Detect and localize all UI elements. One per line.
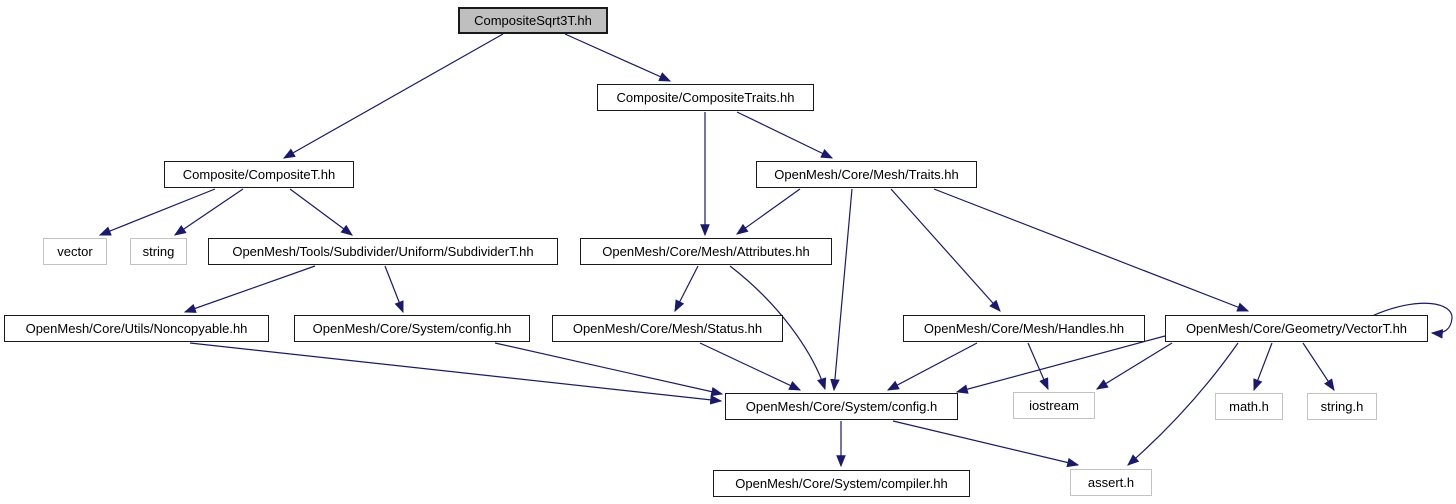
edge-config_hh-config_h bbox=[494, 342, 724, 397]
edge-noncopyable-config_h bbox=[189, 342, 723, 405]
node-compiler[interactable]: OpenMesh/Core/System/compiler.hh bbox=[713, 470, 970, 497]
node-assert-h: assert.h bbox=[1070, 469, 1152, 496]
edge-composite_t-subdivider_t bbox=[289, 188, 353, 236]
node-iostream: iostream bbox=[1013, 392, 1095, 419]
edge-vector_t-iostream bbox=[1095, 342, 1173, 390]
node-label: OpenMesh/Tools/Subdivider/Uniform/Subdiv… bbox=[232, 244, 534, 259]
edge-config_h-assert_h bbox=[892, 420, 1080, 468]
node-composite-sqrt3t: CompositeSqrt3T.hh bbox=[458, 7, 608, 34]
edge-vector_t-assert_h bbox=[1127, 342, 1239, 466]
node-label: OpenMesh/Core/System/compiler.hh bbox=[735, 476, 948, 491]
edge-attributes-config_h bbox=[729, 265, 827, 391]
edge-composite_t-string bbox=[174, 188, 244, 236]
edge-vector_t-config_h bbox=[955, 335, 1166, 394]
edge-vector_t-math_h bbox=[1253, 342, 1273, 392]
node-label: iostream bbox=[1029, 398, 1079, 413]
node-config-h[interactable]: OpenMesh/Core/System/config.h bbox=[725, 393, 958, 420]
edge-handles-iostream bbox=[1027, 342, 1049, 391]
edge-composite_traits-mesh_traits bbox=[736, 111, 834, 159]
node-config-hh[interactable]: OpenMesh/Core/System/config.hh bbox=[294, 315, 530, 342]
edge-mesh_traits-attributes bbox=[736, 188, 801, 235]
node-label: OpenMesh/Core/Mesh/Handles.hh bbox=[923, 321, 1125, 336]
node-composite-t[interactable]: Composite/CompositeT.hh bbox=[164, 161, 354, 188]
node-label: OpenMesh/Core/Geometry/VectorT.hh bbox=[1185, 321, 1408, 336]
node-label: OpenMesh/Core/System/config.h bbox=[745, 399, 938, 414]
node-label: OpenMesh/Core/System/config.hh bbox=[312, 321, 512, 336]
node-label: OpenMesh/Core/Mesh/Status.hh bbox=[572, 321, 763, 336]
node-label: vector bbox=[57, 244, 93, 259]
node-status[interactable]: OpenMesh/Core/Mesh/Status.hh bbox=[552, 315, 783, 342]
node-attributes[interactable]: OpenMesh/Core/Mesh/Attributes.hh bbox=[580, 238, 832, 265]
edge-mesh_traits-config_h bbox=[830, 188, 853, 392]
edge-mesh_traits-vector_t bbox=[933, 188, 1250, 312]
node-label: CompositeSqrt3T.hh bbox=[474, 13, 592, 28]
node-label: Composite/CompositeT.hh bbox=[182, 167, 336, 182]
node-string: string bbox=[130, 238, 187, 265]
node-label: math.h bbox=[1229, 399, 1269, 414]
node-composite-traits[interactable]: Composite/CompositeTraits.hh bbox=[597, 84, 814, 111]
node-handles[interactable]: OpenMesh/Core/Mesh/Handles.hh bbox=[903, 315, 1145, 342]
node-vector-t[interactable]: OpenMesh/Core/Geometry/VectorT.hh bbox=[1165, 315, 1428, 342]
node-math-h: math.h bbox=[1215, 393, 1283, 420]
edge-composite_sqrt3t-composite_t bbox=[282, 33, 504, 159]
edge-handles-config_h bbox=[886, 342, 978, 391]
edge-composite_sqrt3t-composite_traits bbox=[564, 33, 672, 82]
node-label: assert.h bbox=[1087, 475, 1135, 490]
node-noncopyable[interactable]: OpenMesh/Core/Utils/Noncopyable.hh bbox=[4, 315, 269, 342]
node-vector: vector bbox=[43, 238, 107, 265]
node-label: Composite/CompositeTraits.hh bbox=[616, 90, 795, 105]
node-mesh-traits[interactable]: OpenMesh/Core/Mesh/Traits.hh bbox=[756, 161, 977, 188]
edge-subdivider_t-noncopyable bbox=[183, 265, 316, 313]
edge-composite_t-vector bbox=[98, 188, 216, 236]
node-label: OpenMesh/Core/Mesh/Attributes.hh bbox=[602, 244, 810, 259]
edge-vector_t-self bbox=[1371, 302, 1453, 339]
node-string-h: string.h bbox=[1307, 393, 1377, 420]
node-subdivider-t[interactable]: OpenMesh/Tools/Subdivider/Uniform/Subdiv… bbox=[208, 238, 558, 265]
edge-subdivider_t-config_hh bbox=[384, 265, 404, 314]
edge-status-config_h bbox=[699, 342, 802, 391]
node-label: string bbox=[142, 244, 175, 259]
node-label: string.h bbox=[1320, 399, 1364, 414]
node-label: OpenMesh/Core/Mesh/Traits.hh bbox=[774, 167, 959, 182]
edge-vector_t-string_h bbox=[1302, 342, 1335, 392]
node-label: OpenMesh/Core/Utils/Noncopyable.hh bbox=[25, 321, 248, 336]
edge-attributes-status bbox=[674, 265, 699, 313]
edge-mesh_traits-handles bbox=[890, 188, 1001, 312]
